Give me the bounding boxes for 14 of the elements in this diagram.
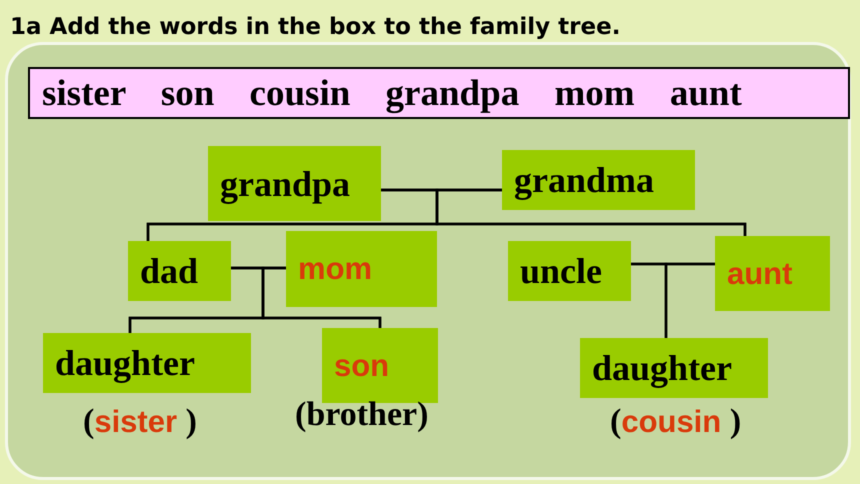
family-member-box: mom	[286, 231, 437, 307]
family-line	[664, 262, 715, 338]
family-member-box: grandma	[502, 150, 695, 210]
family-member-box: grandpa	[208, 146, 381, 221]
family-member-box: daughter	[43, 333, 251, 393]
family-member-box: dad	[128, 241, 231, 301]
family-member-box: daughter	[580, 338, 768, 398]
instruction-heading: 1a Add the words in the box to the family tree.	[10, 14, 620, 40]
word-box: sister son cousin grandpa mom aunt	[28, 67, 850, 119]
family-member-box: uncle	[508, 241, 631, 301]
family-member-box: aunt	[715, 236, 830, 311]
family-line	[262, 266, 382, 328]
relation-caption: (sister )	[83, 403, 197, 441]
relation-caption: (cousin )	[610, 403, 742, 441]
